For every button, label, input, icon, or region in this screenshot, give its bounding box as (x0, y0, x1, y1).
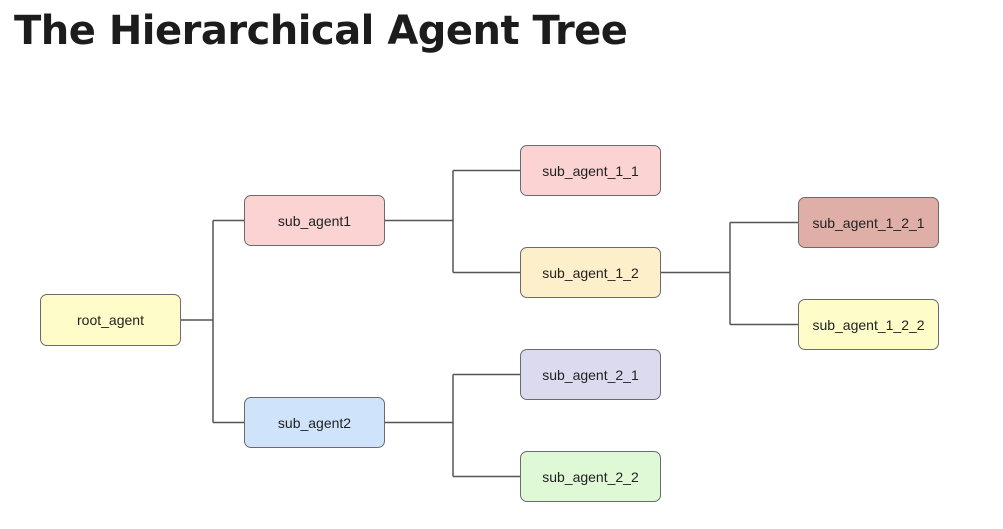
node-sub-agent-2-1[interactable]: sub_agent_2_1 (520, 349, 661, 400)
node-label: sub_agent_1_2 (542, 264, 639, 281)
node-sub-agent-1-1[interactable]: sub_agent_1_1 (520, 145, 661, 196)
node-label: sub_agent_1_1 (542, 162, 639, 179)
node-label: sub_agent_1_2_2 (812, 316, 925, 333)
node-sub-agent-1-2-1[interactable]: sub_agent_1_2_1 (798, 197, 939, 248)
node-sub-agent-2-2[interactable]: sub_agent_2_2 (520, 451, 661, 502)
node-label: sub_agent2 (277, 414, 352, 431)
node-label: sub_agent_2_1 (542, 366, 639, 383)
node-label: root_agent (77, 312, 144, 328)
node-sub-agent-1-2[interactable]: sub_agent_1_2 (520, 247, 661, 298)
node-label: sub_agent_2_2 (542, 468, 639, 485)
node-sub-agent2[interactable]: sub_agent2 (244, 397, 385, 448)
node-sub-agent-1-2-2[interactable]: sub_agent_1_2_2 (798, 299, 939, 350)
node-label: sub_agent_1_2_1 (812, 214, 925, 231)
node-label: sub_agent1 (277, 212, 352, 229)
node-sub-agent1[interactable]: sub_agent1 (244, 195, 385, 246)
page-title: The Hierarchical Agent Tree (14, 8, 628, 54)
node-root-agent[interactable]: root_agent (40, 294, 181, 346)
